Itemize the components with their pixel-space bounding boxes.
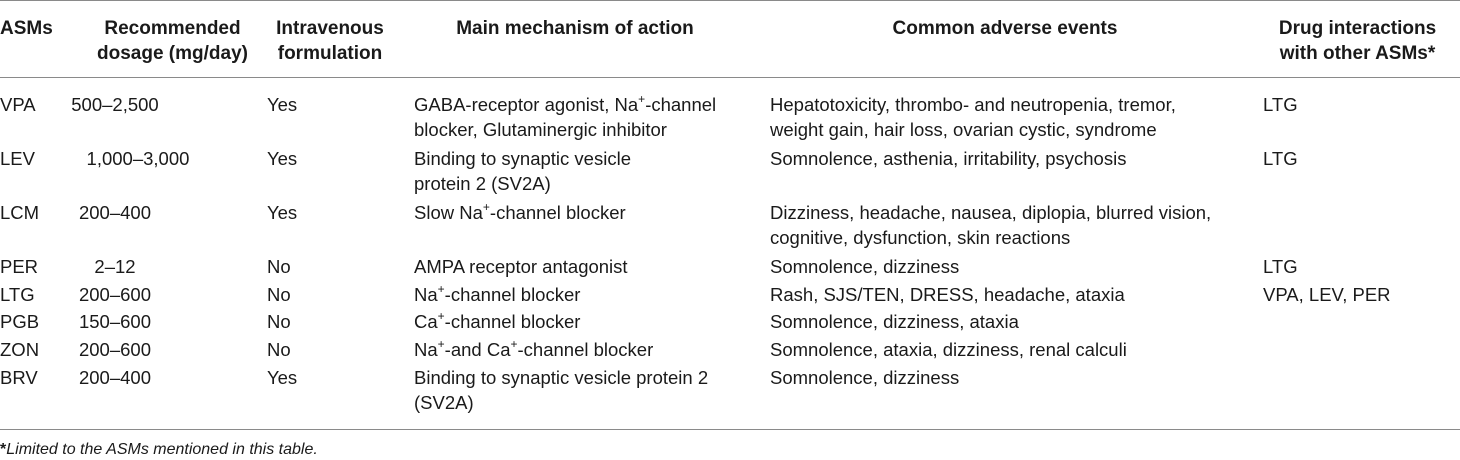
mechanism-text: Binding to synaptic vesicle protein 2 <box>414 367 709 388</box>
mechanism-cell: AMPA receptor antagonist <box>414 254 628 279</box>
mechanism-cell: Binding to synaptic vesicle protein 2 (SV… <box>414 146 631 196</box>
iv-cell: No <box>267 311 291 332</box>
header-iv: Intravenous formulation <box>265 16 395 66</box>
adverse-cell: Somnolence, asthenia, irritability, psyc… <box>770 146 1126 171</box>
mechanism-text: Ca <box>414 311 438 332</box>
iv-cell: Yes <box>267 94 298 115</box>
dosage-cell: 1,000–3,000 <box>86 148 190 169</box>
superscript-plus: + <box>638 91 646 106</box>
mechanism-text: -channel blocker <box>489 202 626 223</box>
dosage-cell: 150–600 <box>78 311 152 332</box>
interactions-cell: LTG <box>1263 148 1298 169</box>
adverse-text: Dizziness, headache, nausea, diplopia, b… <box>770 202 1212 223</box>
iv-cell: Yes <box>267 367 298 388</box>
mechanism-text: protein 2 (SV2A) <box>414 173 551 194</box>
iv-cell: Yes <box>267 148 298 169</box>
header-mechanism: Main mechanism of action <box>456 18 694 39</box>
footnote-marker: * <box>0 441 7 458</box>
asm-cell: BRV <box>0 367 38 388</box>
footnote: *Limited to the ASMs mentioned in this t… <box>0 440 318 460</box>
dosage-cell: 2–12 <box>94 256 136 277</box>
asm-cell: VPA <box>0 94 36 115</box>
dosage-cell: 500–2,500 <box>71 94 159 115</box>
asm-cell: LCM <box>0 202 40 223</box>
asm-cell: PER <box>0 256 39 277</box>
adverse-text: Somnolence, asthenia, irritability, psyc… <box>770 148 1127 169</box>
mechanism-text: Na <box>414 284 438 305</box>
adverse-cell: Hepatotoxicity, thrombo- and neutropenia… <box>770 92 1176 142</box>
iv-cell: Yes <box>267 202 298 223</box>
mechanism-text: Slow Na <box>414 202 483 223</box>
mechanism-text: GABA-receptor agonist, Na <box>414 94 639 115</box>
header-rule <box>0 77 1460 78</box>
table-bottom-rule <box>0 429 1460 430</box>
dosage-cell: 200–600 <box>78 284 152 305</box>
adverse-text: Somnolence, dizziness <box>770 367 960 388</box>
adverse-text: Rash, SJS/TEN, DRESS, headache, ataxia <box>770 284 1125 305</box>
adverse-cell: Somnolence, dizziness <box>770 365 959 390</box>
dosage-cell: 200–400 <box>78 367 152 388</box>
adverse-text: cognitive, dysfunction, skin reactions <box>770 227 1071 248</box>
adverse-cell: Somnolence, dizziness, ataxia <box>770 309 1019 334</box>
header-iv-line1: Intravenous <box>276 18 384 39</box>
header-asms: ASMs <box>0 18 53 39</box>
superscript-plus: + <box>437 308 445 323</box>
adverse-text: Somnolence, dizziness, ataxia <box>770 311 1019 332</box>
adverse-text: Somnolence, dizziness <box>770 256 960 277</box>
iv-cell: No <box>267 256 291 277</box>
asm-cell: LTG <box>0 284 35 305</box>
superscript-plus: + <box>482 199 490 214</box>
table-top-rule <box>0 0 1460 1</box>
header-adverse: Common adverse events <box>892 18 1118 39</box>
superscript-plus: + <box>437 336 445 351</box>
header-interactions-line2: with other ASMs* <box>1279 43 1436 64</box>
adverse-text: Hepatotoxicity, thrombo- and neutropenia… <box>770 94 1176 115</box>
mechanism-cell: Na+-and Ca+-channel blocker <box>414 337 653 362</box>
adverse-text: weight gain, hair loss, ovarian cystic, … <box>770 119 1157 140</box>
adverse-cell: Somnolence, dizziness <box>770 254 959 279</box>
mechanism-cell: Ca+-channel blocker <box>414 309 580 334</box>
header-dosage: Recommended dosage (mg/day) <box>80 16 265 66</box>
mechanism-text: (SV2A) <box>414 392 474 413</box>
interactions-cell: LTG <box>1263 256 1298 277</box>
mechanism-text: AMPA receptor antagonist <box>414 256 628 277</box>
mechanism-cell: Na+-channel blocker <box>414 282 580 307</box>
asm-cell: ZON <box>0 339 40 360</box>
adverse-text: Somnolence, ataxia, dizziness, renal cal… <box>770 339 1127 360</box>
iv-cell: No <box>267 284 291 305</box>
superscript-plus: + <box>510 336 518 351</box>
mechanism-text: blocker, Glutaminergic inhibitor <box>414 119 667 140</box>
adverse-cell: Somnolence, ataxia, dizziness, renal cal… <box>770 337 1127 362</box>
adverse-cell: Rash, SJS/TEN, DRESS, headache, ataxia <box>770 282 1125 307</box>
interactions-cell: LTG <box>1263 94 1298 115</box>
mechanism-text: -channel <box>645 94 717 115</box>
asm-cell: PGB <box>0 311 40 332</box>
header-interactions: Drug interactions with other ASMs* <box>1255 16 1460 66</box>
mechanism-text: Binding to synaptic vesicle <box>414 148 631 169</box>
mechanism-cell: Binding to synaptic vesicle protein 2 (SV… <box>414 365 708 415</box>
mechanism-cell: GABA-receptor agonist, Na+-channel blocke… <box>414 92 716 142</box>
header-dosage-line2: dosage (mg/day) <box>97 43 248 64</box>
header-dosage-line1: Recommended <box>104 18 241 39</box>
mechanism-text: -channel blocker <box>444 284 581 305</box>
mechanism-text: -channel blocker <box>444 311 581 332</box>
header-iv-line2: formulation <box>277 43 383 64</box>
mechanism-text: -channel blocker <box>517 339 654 360</box>
asm-cell: LEV <box>0 148 35 169</box>
adverse-cell: Dizziness, headache, nausea, diplopia, b… <box>770 200 1211 250</box>
mechanism-text: Na <box>414 339 438 360</box>
mechanism-cell: Slow Na+-channel blocker <box>414 200 626 225</box>
iv-cell: No <box>267 339 291 360</box>
footnote-text: Limited to the ASMs mentioned in this ta… <box>6 441 318 458</box>
dosage-cell: 200–600 <box>78 339 152 360</box>
header-interactions-line1: Drug interactions <box>1278 18 1437 39</box>
dosage-cell: 200–400 <box>78 202 152 223</box>
interactions-cell: VPA, LEV, PER <box>1263 284 1391 305</box>
mechanism-text: -and Ca <box>444 339 511 360</box>
superscript-plus: + <box>437 281 445 296</box>
